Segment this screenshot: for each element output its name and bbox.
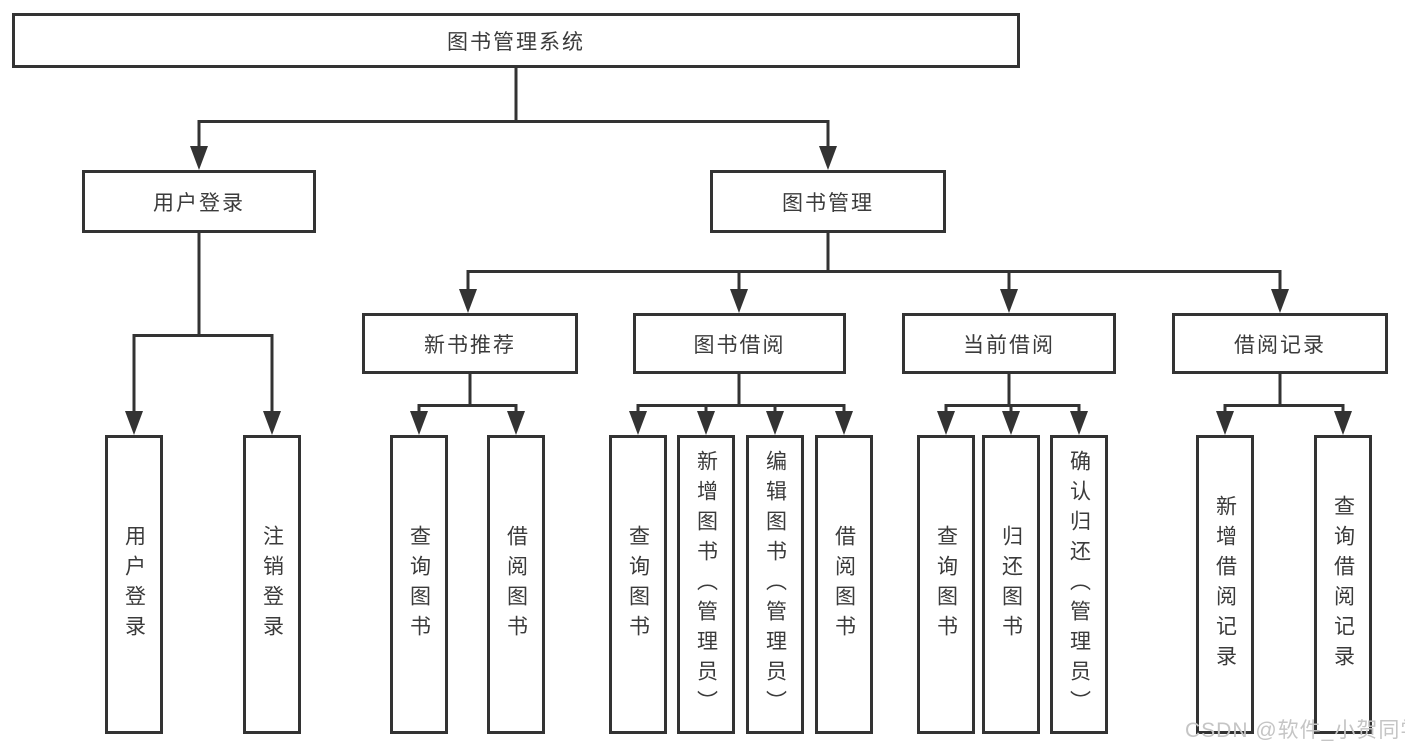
leaf-borrow-books-borrow: 借阅图书 <box>815 435 873 734</box>
node-label: 新书推荐 <box>424 333 516 357</box>
leaf-label: 注销登录 <box>260 524 284 645</box>
node-book-borrow: 图书借阅 <box>633 313 846 374</box>
node-borrow-records: 借阅记录 <box>1172 313 1388 374</box>
connector-book-management-to-level3 <box>466 232 1282 295</box>
leaf-query-books-current: 查询图书 <box>917 435 975 734</box>
leaf-label: 查询图书 <box>407 524 431 645</box>
leaf-label: 归还图书 <box>999 524 1023 645</box>
arrow-down-icon <box>937 411 1088 435</box>
connector-borrow-records-to-leaves <box>1223 373 1345 417</box>
arrow-down-icon <box>410 411 525 435</box>
node-user-login: 用户登录 <box>82 170 316 233</box>
node-current-borrow: 当前借阅 <box>902 313 1116 374</box>
leaf-query-books-recommend: 查询图书 <box>390 435 448 734</box>
leaf-logout: 注销登录 <box>243 435 301 734</box>
arrow-down-icon <box>125 411 281 435</box>
leaf-return-book: 归还图书 <box>982 435 1040 734</box>
connector-book-borrow-to-leaves <box>636 373 846 417</box>
leaf-label: 编辑图书（管理员） <box>763 449 787 720</box>
leaf-label: 查询借阅记录 <box>1331 494 1355 675</box>
leaf-query-borrow-record: 查询借阅记录 <box>1314 435 1372 734</box>
leaf-label: 查询图书 <box>934 524 958 645</box>
leaf-user-login: 用户登录 <box>105 435 163 734</box>
leaf-add-book-admin: 新增图书（管理员） <box>677 435 735 734</box>
node-label: 图书管理系统 <box>447 30 585 54</box>
node-label: 图书管理 <box>782 191 874 215</box>
leaf-borrow-books-recommend: 借阅图书 <box>487 435 545 734</box>
connector-user-login-to-leaves <box>132 232 274 417</box>
leaf-label: 用户登录 <box>122 524 146 645</box>
leaf-edit-book-admin: 编辑图书（管理员） <box>746 435 804 734</box>
node-label: 用户登录 <box>153 191 245 215</box>
leaf-label: 新增借阅记录 <box>1213 494 1237 675</box>
arrow-down-icon <box>459 289 1289 313</box>
connector-root-to-level2 <box>197 68 830 152</box>
node-book-management: 图书管理 <box>710 170 946 233</box>
leaf-label: 借阅图书 <box>832 524 856 645</box>
leaf-add-borrow-record: 新增借阅记录 <box>1196 435 1254 734</box>
leaf-confirm-return-admin: 确认归还（管理员） <box>1050 435 1108 734</box>
arrow-down-icon <box>190 146 837 170</box>
leaf-label: 查询图书 <box>626 524 650 645</box>
arrow-down-icon <box>629 411 853 435</box>
node-new-book-recommend: 新书推荐 <box>362 313 578 374</box>
leaf-label: 确认归还（管理员） <box>1067 449 1091 720</box>
leaf-label: 借阅图书 <box>504 524 528 645</box>
leaf-label: 新增图书（管理员） <box>694 449 718 720</box>
node-label: 图书借阅 <box>693 333 786 357</box>
node-root-system: 图书管理系统 <box>12 13 1020 68</box>
leaf-query-books-borrow: 查询图书 <box>609 435 667 734</box>
arrow-down-icon <box>1216 411 1352 435</box>
connector-new-book-recommend-to-leaves <box>417 373 518 417</box>
node-label: 借阅记录 <box>1234 333 1326 357</box>
node-label: 当前借阅 <box>963 333 1055 357</box>
connector-current-borrow-to-leaves <box>944 373 1081 417</box>
watermark: CSDN @软件_小贺同学 <box>1185 719 1405 742</box>
